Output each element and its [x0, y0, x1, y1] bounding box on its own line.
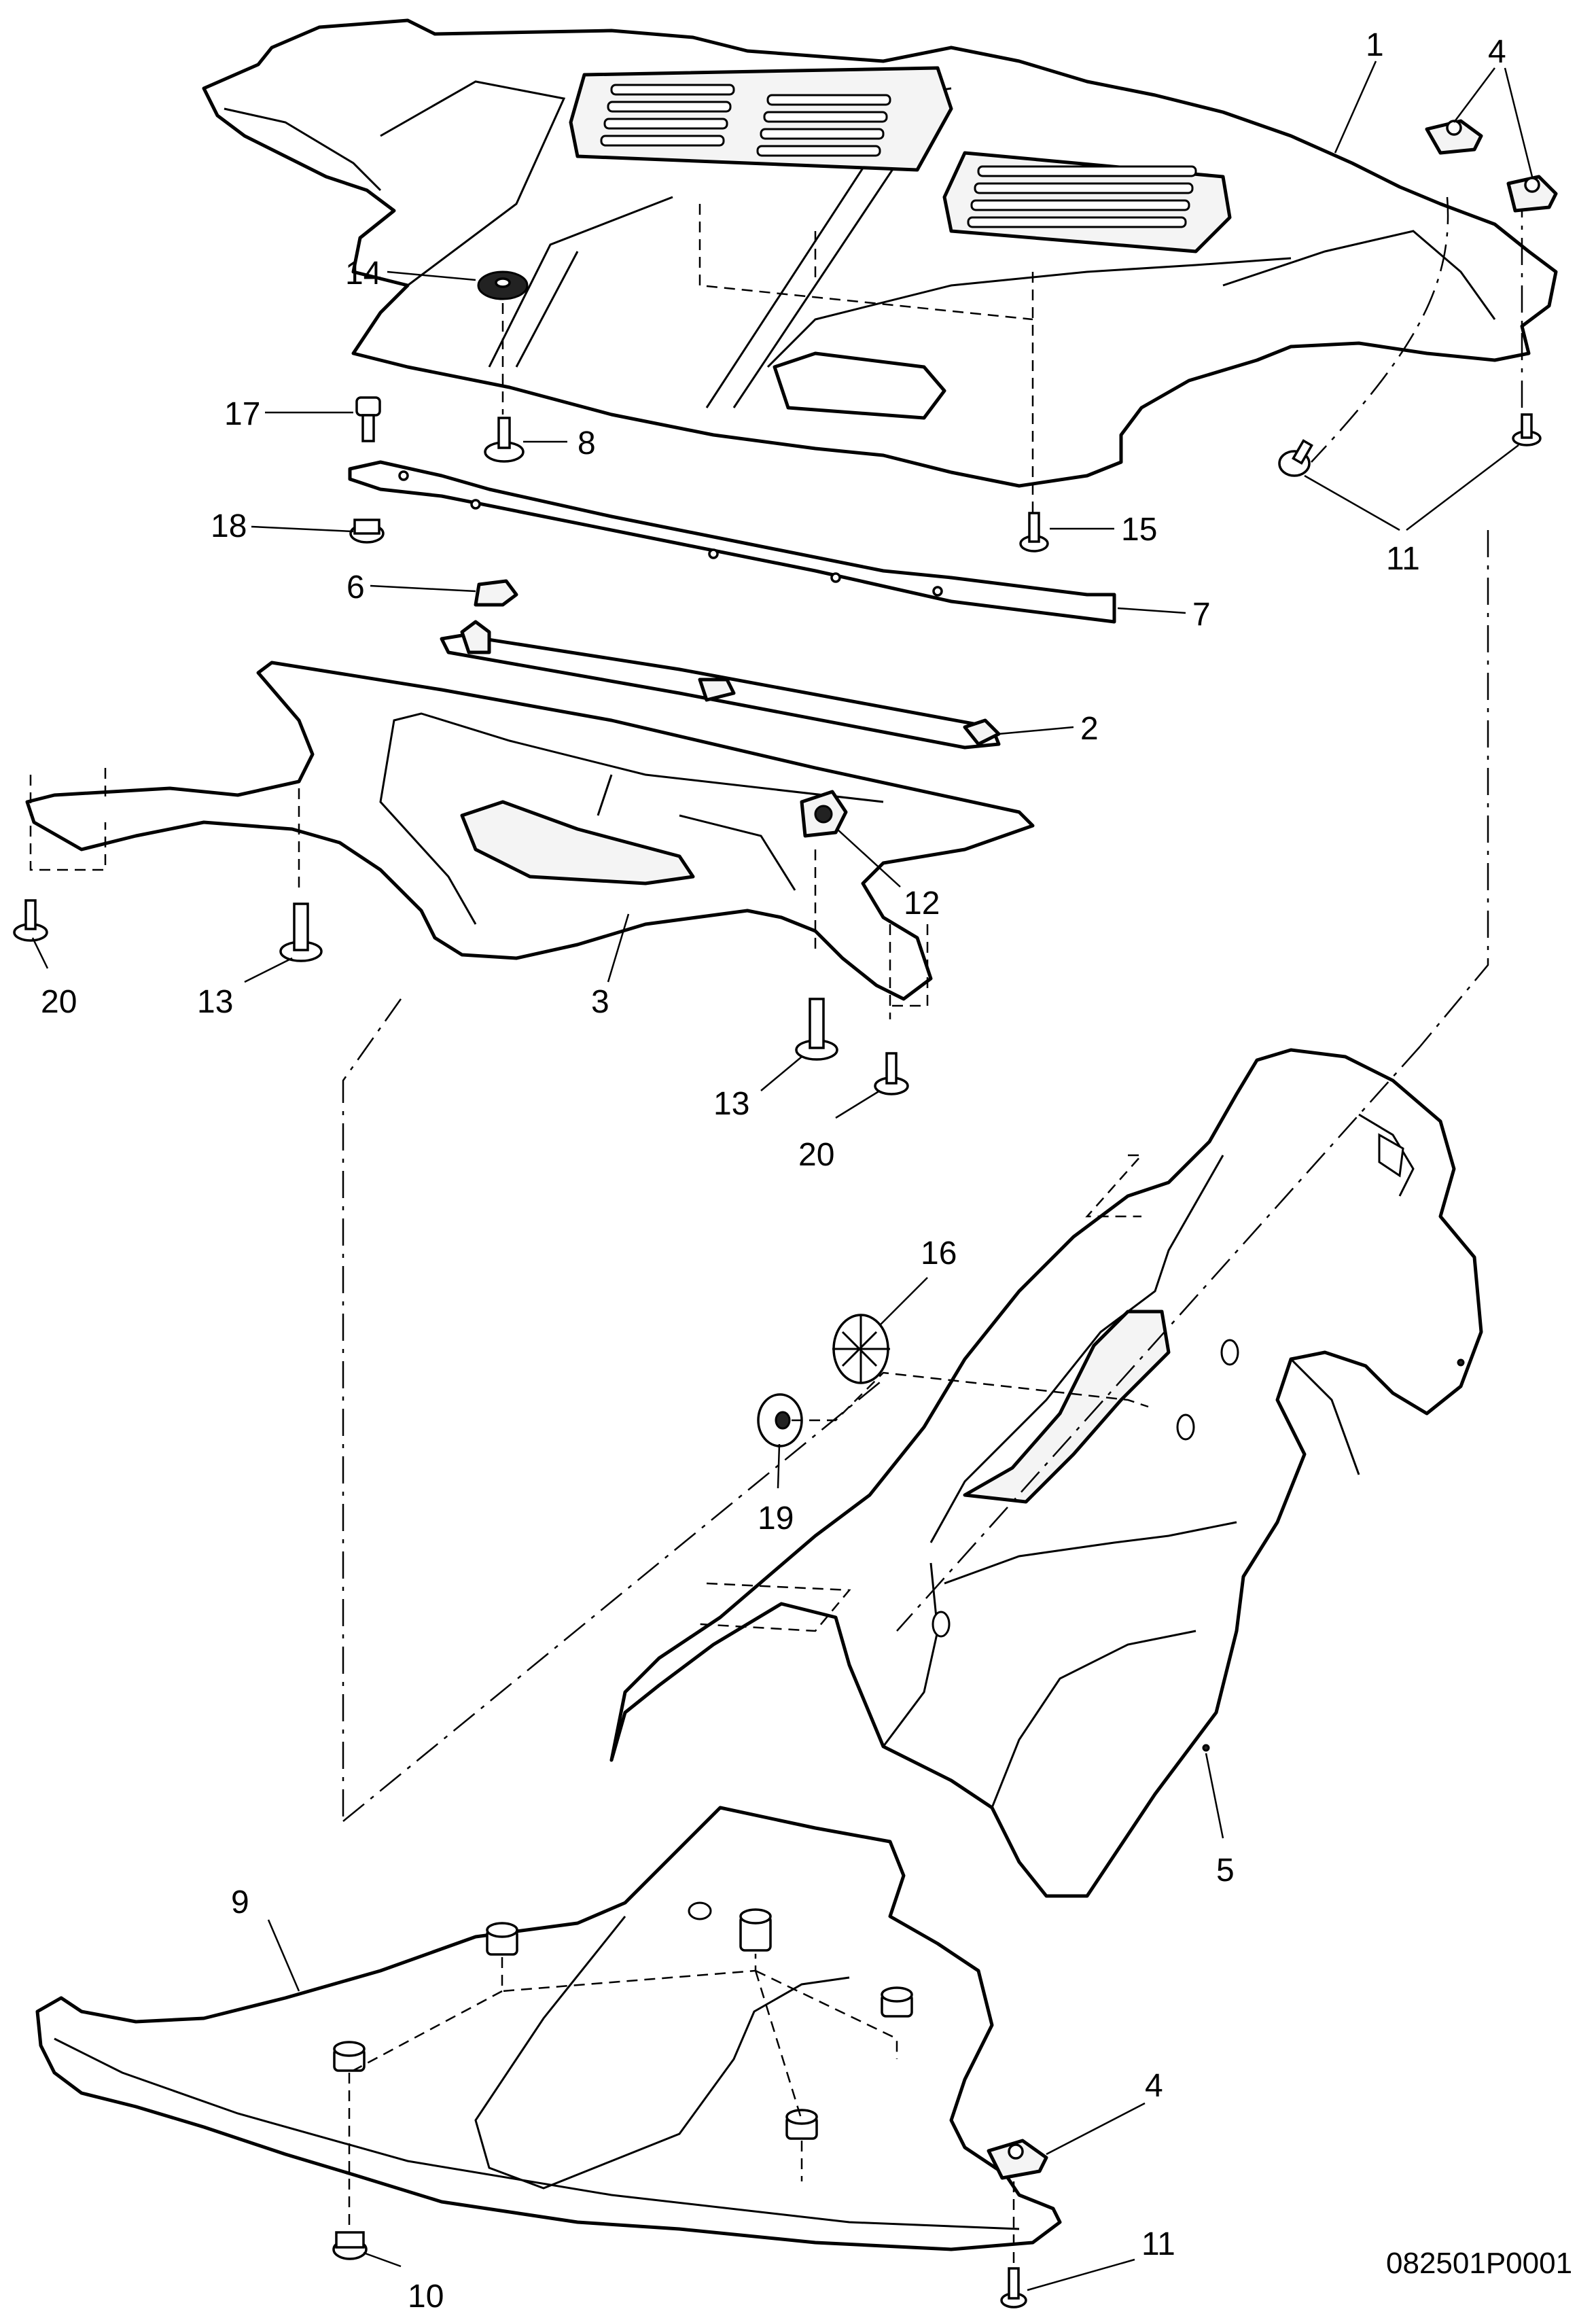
part-7-rail — [348, 460, 1116, 624]
part-9-standoffs — [333, 1908, 913, 2140]
part-14-washer — [477, 270, 529, 300]
drawing-code: 082501P0001 — [1386, 2247, 1572, 2280]
part-9-bottom-panel — [35, 1806, 1062, 2251]
callout-10: 10 — [408, 2279, 444, 2315]
part-8-fastener — [484, 417, 525, 463]
callout-1: 1 — [1366, 27, 1384, 63]
part-13-bolt-a — [279, 902, 323, 962]
part-4-clip-upper-a — [1425, 119, 1483, 155]
callout-13b: 13 — [713, 1086, 749, 1122]
callout-12: 12 — [904, 885, 940, 921]
callout-2: 2 — [1080, 711, 1099, 747]
callout-9: 9 — [231, 1884, 249, 1920]
part-19-washer — [757, 1393, 803, 1447]
callout-13: 13 — [197, 984, 233, 1020]
callout-15: 15 — [1121, 512, 1157, 548]
callout-18: 18 — [211, 508, 247, 544]
part-10-nut — [332, 2231, 368, 2260]
part-16-clip — [832, 1314, 890, 1384]
part-6-clip — [474, 579, 518, 607]
callout-labels: 1 4 14 17 8 18 15 11 6 7 2 12 20 13 3 13… — [41, 27, 1506, 2315]
callout-3: 3 — [591, 984, 609, 1020]
callout-8: 8 — [578, 425, 596, 461]
grille-slots-left — [600, 84, 891, 157]
part-11-screw-upper-a — [1278, 439, 1313, 477]
part-11-screw-upper-b — [1512, 413, 1542, 446]
part-18-grommet — [349, 519, 385, 544]
part-15-screw — [1019, 512, 1049, 552]
part-4-clip-upper-b — [1506, 175, 1558, 213]
part-3-cradle-panel — [25, 661, 1035, 1001]
callout-4b: 4 — [1145, 2068, 1163, 2104]
callout-17: 17 — [224, 396, 260, 432]
part-17-bolt — [355, 396, 381, 442]
callout-4: 4 — [1488, 34, 1506, 70]
part-12-nut — [800, 790, 848, 838]
part-2-bracket-strip — [440, 620, 1001, 750]
leader-lines — [31, 60, 1533, 2291]
callout-6: 6 — [347, 569, 365, 605]
callout-19: 19 — [758, 1500, 794, 1536]
callout-11: 11 — [1386, 541, 1420, 577]
callout-14: 14 — [345, 256, 381, 292]
callout-20: 20 — [41, 984, 77, 1020]
callout-7: 7 — [1192, 597, 1211, 633]
grille-slots-right — [967, 165, 1197, 228]
part-13-bolt-b — [795, 998, 838, 1061]
part-5-heat-shield — [609, 1048, 1483, 1898]
part-20-screw-a — [13, 899, 48, 942]
callout-20b: 20 — [798, 1137, 834, 1173]
callout-16: 16 — [921, 1235, 957, 1271]
callout-11b: 11 — [1141, 2226, 1175, 2262]
part-1-underbody-panel — [202, 18, 1558, 516]
callout-5: 5 — [1216, 1852, 1235, 1889]
part-11-screw-lower — [1000, 2267, 1027, 2308]
part-20-screw-b — [874, 1052, 909, 1095]
part-4-clip-lower — [987, 2139, 1048, 2180]
